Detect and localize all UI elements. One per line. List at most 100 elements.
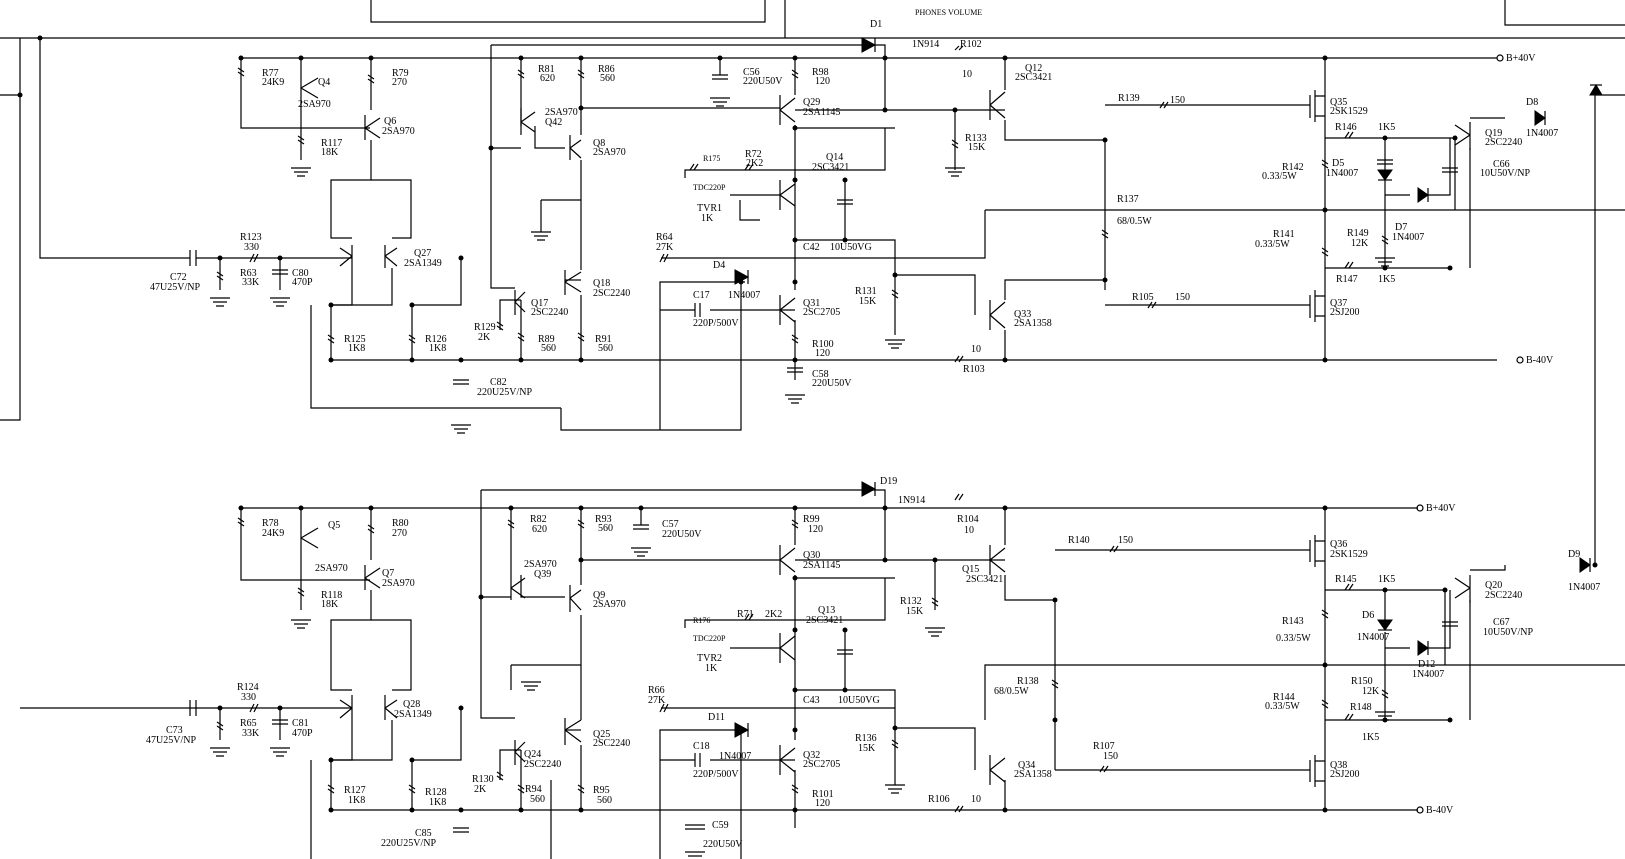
label-r149: R149	[1347, 228, 1369, 239]
label-d19-part: 1N914	[898, 495, 925, 506]
label-q5-part: 2SA970	[315, 563, 348, 574]
label-q12: Q12	[1025, 63, 1042, 74]
label-r64-val: 27K	[656, 242, 674, 253]
label-q24-part: 2SC2240	[524, 759, 561, 770]
label-q17-part: 2SC2240	[531, 307, 568, 318]
label-tdc-bot: TDC220P	[693, 634, 726, 643]
label-q37-part: 2SJ200	[1330, 307, 1359, 318]
label-r82: R82	[530, 514, 547, 525]
label-r118-val: 18K	[321, 599, 339, 610]
label-r71: R71	[737, 609, 754, 620]
label-d7: D7	[1395, 222, 1407, 233]
label-r103: R103	[963, 364, 985, 375]
label-q14-part: 2SC3421	[812, 162, 849, 173]
label-c18: C18	[693, 741, 710, 752]
label-r133: R133	[965, 133, 987, 144]
label-c80: C80	[292, 268, 309, 279]
label-c59: C59	[712, 820, 729, 831]
label-q36-part: 2SK1529	[1330, 549, 1368, 560]
label-d9: D9	[1568, 549, 1580, 560]
label-q4: Q4	[318, 77, 330, 88]
label-r72: R72	[745, 149, 762, 160]
label-r142-val: 0.33/5W	[1262, 171, 1297, 182]
label-r117-val: 18K	[321, 147, 339, 158]
label-r118: R118	[321, 590, 342, 601]
label-q27: Q27	[414, 248, 431, 259]
ground-symbols	[210, 97, 1395, 857]
label-q14: Q14	[826, 152, 843, 163]
label-r100-val: 120	[815, 348, 830, 359]
label-r129: R129	[474, 322, 496, 333]
label-q38-part: 2SJ200	[1330, 769, 1359, 780]
label-q15-part: 2SC3421	[966, 574, 1003, 585]
label-c82: C82	[490, 377, 507, 388]
label-q37: Q37	[1330, 298, 1347, 309]
label-q20: Q20	[1485, 580, 1502, 591]
label-q30-part: 2SA1145	[803, 560, 840, 571]
label-q35: Q35	[1330, 97, 1347, 108]
label-r81: R81	[538, 64, 555, 75]
label-r143-val: 0.33/5W	[1276, 633, 1311, 644]
label-d8: D8	[1526, 97, 1538, 108]
label-q19-part: 2SC2240	[1485, 137, 1522, 148]
label-r79-val: 270	[392, 77, 407, 88]
label-q33: Q33	[1014, 309, 1031, 320]
label-q7: Q7	[382, 568, 394, 579]
label-r80: R80	[392, 518, 409, 529]
label-q17: Q17	[531, 298, 548, 309]
label-c72: C72	[170, 272, 187, 283]
label-r101-val: 120	[815, 798, 830, 809]
label-r105-val: 150	[1175, 292, 1190, 303]
label-q5: Q5	[328, 520, 340, 531]
label-c58-val: 220U50V	[812, 378, 852, 389]
label-r149-val: 12K	[1351, 238, 1369, 249]
label-c81: C81	[292, 718, 309, 729]
label-r106-val: 10	[971, 794, 981, 805]
label-q42: Q42	[545, 117, 562, 128]
label-r81-val: 620	[540, 73, 555, 84]
label-c67: C67	[1493, 617, 1510, 628]
label-q27-part: 2SA1349	[404, 258, 442, 269]
label-q42-part: 2SA970	[545, 107, 578, 118]
label-r102: R102	[960, 39, 982, 50]
label-r101: R101	[812, 789, 834, 800]
label-r124-val: 330	[241, 692, 256, 703]
label-r128-val: 1K8	[429, 797, 446, 808]
label-c66-val: 10U50V/NP	[1480, 168, 1530, 179]
label-d1: D1	[870, 19, 882, 30]
label-d11: D11	[708, 712, 725, 723]
label-q39: Q39	[534, 569, 551, 580]
rail-label-pos-top: B+40V	[1506, 53, 1536, 64]
label-r138-val: 68/0.5W	[994, 686, 1029, 697]
label-q7-part: 2SA970	[382, 578, 415, 589]
label-q6-part: 2SA970	[382, 126, 415, 137]
label-r103-val: 10	[971, 344, 981, 355]
label-q30: Q30	[803, 550, 820, 561]
label-r93: R93	[595, 514, 612, 525]
label-tvr1-val: 1K	[701, 213, 714, 224]
label-r98: R98	[812, 67, 829, 78]
label-r127-val: 1K8	[348, 795, 365, 806]
label-q25-part: 2SC2240	[593, 738, 630, 749]
label-c59-val: 220U50V	[703, 839, 743, 850]
label-r175: R175	[703, 154, 720, 163]
label-r77: R77	[262, 68, 279, 79]
label-q29-part: 2SA1145	[803, 107, 840, 118]
label-q9: Q9	[593, 590, 605, 601]
label-q25: Q25	[593, 729, 610, 740]
label-tvr1: TVR1	[697, 203, 722, 214]
bottom-channel-wiring	[20, 95, 1625, 859]
label-d8-part: 1N4007	[1526, 128, 1558, 139]
transistor-symbols	[300, 75, 1471, 787]
label-d1-part: 1N914	[912, 39, 939, 50]
label-r150-val: 12K	[1362, 686, 1380, 697]
rail-label-pos-bot: B+40V	[1426, 503, 1456, 514]
label-q8-part: 2SA970	[593, 147, 626, 158]
label-q31-part: 2SC2705	[803, 307, 840, 318]
label-c85: C85	[415, 828, 432, 839]
label-c42: C42	[803, 242, 820, 253]
label-d12: D12	[1418, 659, 1435, 670]
label-r125: R125	[344, 334, 366, 345]
label-q4-part: 2SA970	[298, 99, 331, 110]
